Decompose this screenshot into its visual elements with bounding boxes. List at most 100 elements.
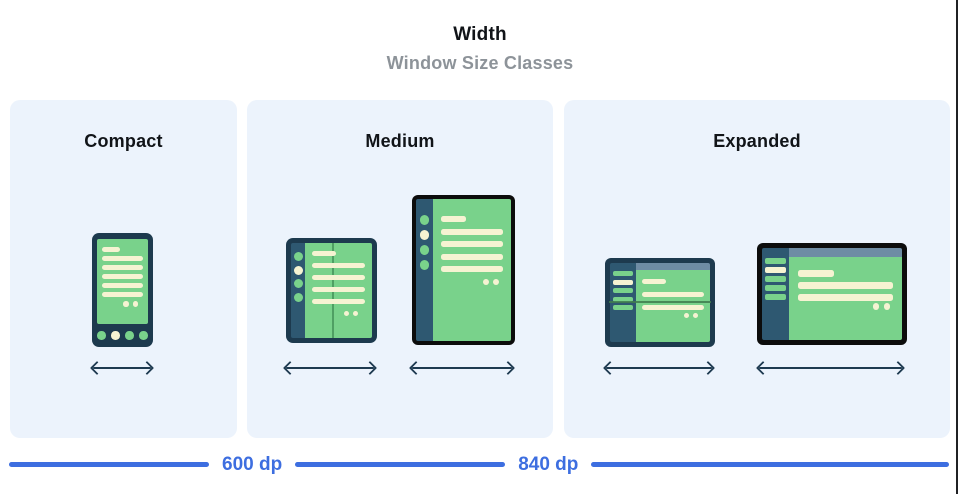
rail-dot-icon <box>293 252 303 261</box>
phone-illustration <box>92 233 153 347</box>
diagram-title: Width <box>453 24 507 45</box>
content-line <box>102 256 143 261</box>
size-class-panel-medium: Medium <box>247 100 553 438</box>
sidebar-item-bar <box>765 267 786 273</box>
foldable-landscape-screen <box>636 270 710 342</box>
nav-rail <box>291 243 305 338</box>
width-arrow-desktop <box>754 360 907 376</box>
ruler-segment <box>9 461 209 467</box>
navbar-dot-icon <box>139 331 148 340</box>
sidebar-item-bar <box>613 305 633 310</box>
arrowhead-left-icon <box>282 360 298 376</box>
content-line <box>441 266 503 272</box>
sidebar-item-bar <box>765 285 786 291</box>
arrowhead-right-icon <box>890 360 906 376</box>
navbar-dot-icon <box>111 331 120 340</box>
content-line <box>102 283 143 288</box>
content-line <box>102 265 143 270</box>
size-class-panel-expanded: Expanded <box>564 100 950 438</box>
content-line <box>798 270 834 277</box>
foldable-landscape-illustration <box>605 258 715 347</box>
content-line <box>441 216 466 222</box>
size-class-label-medium: Medium <box>365 131 435 151</box>
sidebar-item-bar <box>613 271 633 276</box>
arrowhead-right-icon <box>139 360 155 376</box>
tablet-screen <box>433 199 511 341</box>
content-line <box>441 253 503 260</box>
content-line <box>102 247 120 252</box>
size-class-label-compact: Compact <box>84 131 163 151</box>
sidebar-item-bar <box>765 294 786 300</box>
content-line <box>642 279 666 284</box>
nav-sidebar <box>610 263 636 342</box>
arrowhead-left-icon <box>89 360 105 376</box>
rail-dot-icon <box>419 245 430 255</box>
sidebar-item-bar <box>765 258 786 264</box>
sidebar-item-bar <box>765 276 786 282</box>
diagram-header: Width Window Size Classes <box>0 0 960 74</box>
sidebar-item-bar <box>613 288 633 293</box>
content-line <box>102 274 143 279</box>
content-line <box>798 282 893 289</box>
breakpoint-ruler: 600 dp 840 dp <box>9 452 949 476</box>
content-line <box>642 292 704 297</box>
size-class-label-expanded: Expanded <box>713 131 801 151</box>
content-action-dots <box>312 311 365 316</box>
ruler-segment <box>295 461 506 467</box>
arrowhead-left-icon <box>755 360 771 376</box>
foldable-screen <box>305 243 372 338</box>
content-action-dots <box>642 313 704 318</box>
rail-dot-icon <box>419 230 430 240</box>
page-right-border <box>956 0 958 494</box>
app-topbar <box>636 263 710 270</box>
rail-dot-icon <box>293 279 303 288</box>
content-line <box>441 241 503 247</box>
arrowhead-left-icon <box>408 360 424 376</box>
arrowhead-left-icon <box>602 360 618 376</box>
desktop-main <box>789 248 902 340</box>
foldable-portrait-illustration <box>286 238 377 343</box>
content-line <box>642 305 704 310</box>
app-topbar <box>789 248 902 257</box>
rail-dot-icon <box>419 215 430 225</box>
content-line <box>798 294 893 301</box>
content-line <box>102 292 143 297</box>
navbar-dot-icon <box>125 331 134 340</box>
content-line <box>312 299 365 304</box>
fold-crease <box>609 301 711 303</box>
nav-rail <box>416 199 433 341</box>
content-line <box>312 287 365 292</box>
content-line <box>312 251 336 256</box>
foldable-landscape-main <box>636 263 710 342</box>
phone-navbar <box>97 324 148 347</box>
nav-sidebar <box>762 248 789 340</box>
rail-dot-icon <box>419 260 430 270</box>
rail-dot-icon <box>293 292 303 302</box>
rail-dot-icon <box>293 265 303 275</box>
size-class-panel-compact: Compact <box>10 100 237 438</box>
arrowhead-right-icon <box>362 360 378 376</box>
diagram-subtitle: Window Size Classes <box>386 53 574 73</box>
tablet-portrait-illustration <box>412 195 515 345</box>
ruler-segment <box>591 461 949 467</box>
content-line <box>441 228 503 235</box>
width-arrow-phone <box>88 360 156 376</box>
arrowhead-right-icon <box>500 360 516 376</box>
width-arrow-foldable-landscape <box>601 360 717 376</box>
content-action-dots <box>798 303 893 310</box>
phone-screen <box>97 239 148 324</box>
content-action-dots <box>441 278 503 285</box>
desktop-screen <box>789 257 902 340</box>
desktop-illustration <box>757 243 907 345</box>
sidebar-item-bar <box>613 279 633 285</box>
content-line <box>312 263 365 268</box>
width-arrow-foldable <box>281 360 379 376</box>
breakpoint-600dp: 600 dp <box>222 453 283 475</box>
navbar-dot-icon <box>97 331 106 340</box>
content-action-dots <box>102 301 143 307</box>
sidebar-item-bar <box>613 296 633 302</box>
breakpoint-840dp: 840 dp <box>518 453 579 475</box>
content-line <box>312 275 365 280</box>
width-arrow-tablet <box>407 360 517 376</box>
arrowhead-right-icon <box>700 360 716 376</box>
